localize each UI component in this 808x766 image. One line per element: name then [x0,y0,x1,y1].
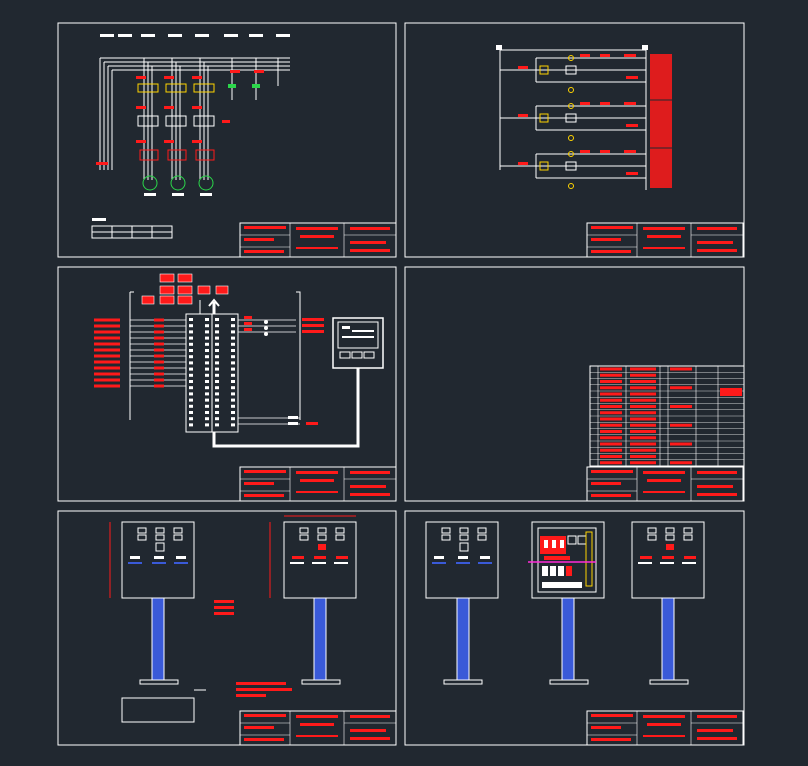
title-block-1[interactable] [239,222,397,258]
sheet-1-power-schematic [91,34,290,239]
cabinet-e[interactable] [631,521,705,685]
cabinet-a[interactable] [109,521,195,685]
control-rung-2[interactable] [539,103,577,141]
control-rung-1[interactable] [539,55,577,93]
control-rung-3[interactable] [539,151,577,189]
motor-branch-1[interactable] [137,58,159,196]
sheet-3-plc-wiring [94,273,384,448]
sheet-2-frame[interactable] [404,22,745,258]
control-function-column[interactable] [650,54,672,188]
title-block-4[interactable] [586,466,744,502]
sheet-2-control-schematic [496,45,672,190]
title-blocks [239,222,744,746]
sheet-1-frame[interactable] [57,22,397,258]
title-block-3[interactable] [239,466,397,502]
title-block-5[interactable] [239,710,397,746]
sheet-5-cabinet-layout [109,515,357,723]
sheet-6-cabinet-layout [425,521,705,685]
sheet-6-frame[interactable] [404,510,745,746]
cabinet-b[interactable] [269,515,357,685]
title-block-6[interactable] [586,710,744,746]
sheet-4-bill-of-materials [589,365,745,467]
comm-cable[interactable] [212,368,360,448]
cabinet-plan-view[interactable] [121,697,195,723]
cabinet-c[interactable] [425,521,499,685]
sheet-5-frame[interactable] [57,510,397,746]
sheet-3-frame[interactable] [57,266,397,502]
motor-branch-3[interactable] [193,58,215,196]
title-block-2[interactable] [586,222,744,258]
cabinet-d-interior[interactable] [528,521,605,685]
